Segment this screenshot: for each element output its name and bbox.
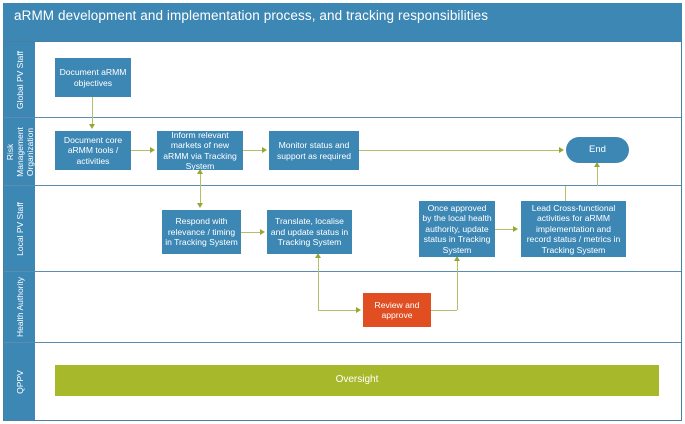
connector-elbow-left-horizontal	[318, 310, 358, 311]
connector-once-approved-to-lead	[495, 229, 516, 230]
arrowhead-into-lead-cross-functional	[513, 226, 518, 232]
lane-label-health-authority: Health Authority	[14, 276, 25, 338]
arrowhead-into-end-bottom	[594, 162, 600, 167]
node-lead-cross-functional[interactable]: Lead Cross-functional activities for aRM…	[521, 201, 626, 257]
arrowhead-into-inform-markets	[150, 147, 155, 153]
lane-label-local-pv-staff: Local PV Staff	[14, 201, 25, 256]
connector-core-tools-to-inform	[131, 150, 152, 151]
swimlane-local-pv-staff: Local PV Staff Respond with relevance / …	[4, 186, 681, 272]
lane-label-qppv: QPPV	[14, 369, 25, 394]
arrowhead-into-translate	[260, 229, 265, 235]
arrowhead-into-respond-top	[197, 203, 203, 208]
arrowhead-into-translate-bottom	[315, 253, 321, 258]
node-monitor-status-support[interactable]: Monitor status and support as required	[269, 131, 359, 170]
lane-body-qppv: Oversight	[36, 343, 681, 420]
connector-elbow-right-horizontal	[431, 310, 457, 311]
title-bar: aRMM development and implementation proc…	[3, 3, 682, 30]
node-translate-localise-update[interactable]: Translate, localise and update status in…	[267, 210, 352, 254]
lane-body-local-pv-staff: Respond with relevance / timing in Track…	[36, 186, 681, 272]
lane-header-global-pv-staff: Global PV Staff	[4, 42, 36, 117]
node-respond-with-relevance[interactable]: Respond with relevance / timing in Track…	[162, 210, 241, 254]
connector-review-to-once-approved-upper	[457, 257, 458, 272]
lane-header-qppv: QPPV	[4, 343, 36, 420]
arrowhead-into-monitor-status	[262, 147, 267, 153]
node-review-and-approve[interactable]: Review and approve	[363, 293, 431, 327]
node-inform-relevant-markets[interactable]: Inform relevant markets of new aRMM via …	[157, 130, 243, 171]
lane-header-risk-management-organization: Risk Management Organization	[4, 118, 36, 185]
swimlane-qppv: QPPV Oversight	[4, 343, 681, 420]
lane-header-local-pv-staff: Local PV Staff	[4, 186, 36, 271]
swimlane-risk-management-organization: Risk Management Organization Document co…	[4, 118, 681, 186]
lane-label-global-pv-staff: Global PV Staff	[14, 50, 25, 109]
title-subbar	[3, 30, 682, 41]
arrowhead-into-review-and-approve	[356, 307, 361, 313]
swimlane-frame: Global PV Staff Document aRMM objectives…	[3, 41, 682, 421]
node-document-armm-objectives[interactable]: Document aRMM objectives	[55, 58, 131, 97]
lane-body-risk-management-organization: Document core aRMM tools / activities In…	[36, 118, 681, 186]
swimlane-global-pv-staff: Global PV Staff Document aRMM objectives	[4, 42, 681, 123]
node-oversight[interactable]: Oversight	[55, 365, 659, 396]
connector-review-to-translate-upper	[318, 254, 319, 272]
connector-objectives-to-core-tools	[92, 97, 93, 123]
lane-header-health-authority: Health Authority	[4, 272, 36, 342]
connector-lead-to-end-upper	[597, 163, 598, 186]
connector-elbow-left-vertical	[318, 272, 319, 310]
arrowhead-into-core-tools	[89, 124, 95, 129]
node-document-core-armm-tools[interactable]: Document core aRMM tools / activities	[55, 131, 131, 170]
connector-respond-to-translate	[241, 232, 262, 233]
connector-elbow-right-vertical	[457, 272, 458, 310]
connector-inform-to-respond-lower	[200, 186, 201, 204]
connector-monitor-to-end	[359, 150, 561, 151]
node-once-approved-update-status[interactable]: Once approved by the local health author…	[419, 201, 495, 257]
arrowhead-into-end	[559, 147, 564, 153]
node-end[interactable]: End	[566, 137, 629, 163]
lane-body-health-authority: Review and approve	[36, 272, 681, 342]
lane-label-risk-management-organization: Risk Management Organization	[4, 126, 35, 177]
connector-lead-to-end-lower	[565, 186, 566, 201]
arrowhead-into-inform-markets-bottom	[197, 169, 203, 174]
connector-inform-to-monitor	[243, 150, 264, 151]
connector-inform-to-respond-upper	[200, 170, 201, 186]
page-title: aRMM development and implementation proc…	[14, 8, 489, 23]
swimlane-health-authority: Health Authority Review and approve	[4, 272, 681, 343]
arrowhead-into-once-approved-bottom	[454, 256, 460, 261]
connector-stub-core-tools-in	[92, 118, 93, 125]
lane-body-global-pv-staff: Document aRMM objectives	[36, 42, 681, 123]
